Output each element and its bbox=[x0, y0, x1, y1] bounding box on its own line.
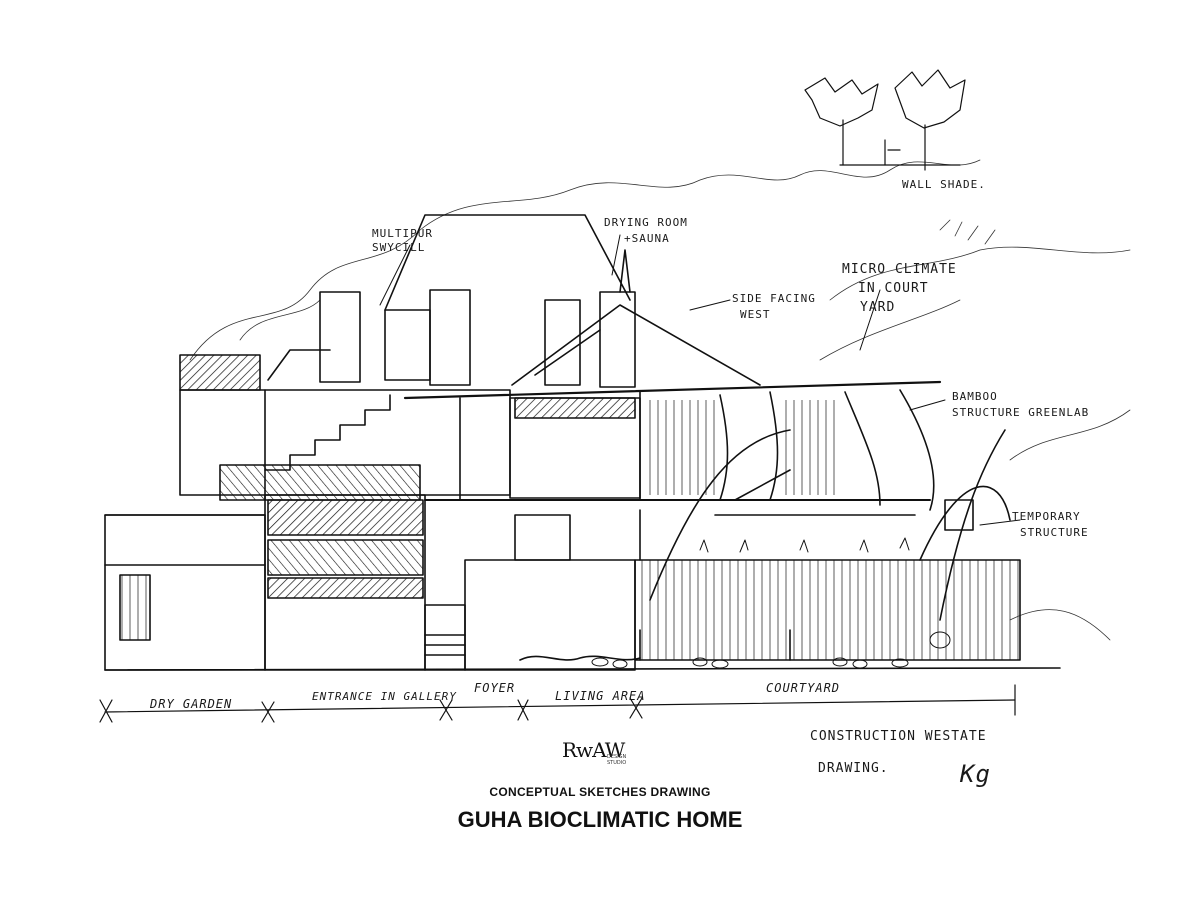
drawing-title: GUHA BIOCLIMATIC HOME bbox=[457, 807, 743, 832]
label-wall-shade: WALL SHADE. bbox=[902, 178, 986, 191]
logo-wordmark: DESIGN STUDIO bbox=[607, 754, 627, 766]
label-drying-room-1: DRYING ROOM bbox=[604, 216, 688, 229]
label-temporary-2: STRUCTURE bbox=[1020, 526, 1089, 539]
label-multipurpose-1: MULTIPUR bbox=[372, 227, 433, 240]
label-construction-2: DRAWING. bbox=[818, 761, 889, 776]
zone-living-area: LIVING AREA bbox=[555, 689, 645, 703]
label-micro-climate-3: YARD bbox=[860, 300, 895, 315]
zone-courtyard: COURTYARD bbox=[766, 681, 840, 695]
label-bamboo-1: BAMBOO bbox=[952, 390, 998, 403]
label-temporary-1: TEMPORARY bbox=[1012, 510, 1081, 523]
zone-entrance-gallery: ENTRANCE IN GALLERY bbox=[312, 690, 457, 703]
label-drying-room-2: +SAUNA bbox=[624, 232, 670, 245]
drawing-subtitle: CONCEPTUAL SKETCHES DRAWING bbox=[489, 785, 711, 799]
tree-sketch bbox=[804, 69, 966, 171]
studio-logo: RwAW DESIGN STUDIO bbox=[562, 738, 642, 768]
label-micro-climate-2: IN COURT bbox=[858, 281, 929, 296]
signature: Kg bbox=[959, 760, 991, 788]
zone-dry-garden: DRY GARDEN bbox=[149, 697, 232, 711]
label-side-facing-1: SIDE FACING bbox=[732, 292, 816, 305]
zone-foyer: FOYER bbox=[474, 681, 515, 695]
dimension-line bbox=[99, 684, 1016, 723]
contour-scribbles bbox=[189, 159, 1131, 641]
leader-lines bbox=[379, 234, 1021, 526]
logo-mark: RwAW bbox=[562, 738, 625, 762]
label-construction-1: CONSTRUCTION WESTATE bbox=[810, 729, 987, 744]
label-side-facing-2: WEST bbox=[740, 308, 771, 321]
label-micro-climate-1: MICRO CLIMATE bbox=[842, 262, 957, 277]
building-section bbox=[104, 214, 1061, 671]
label-bamboo-2: STRUCTURE GREENLAB bbox=[952, 406, 1089, 419]
label-multipurpose-2: SWYCILL bbox=[372, 241, 425, 254]
